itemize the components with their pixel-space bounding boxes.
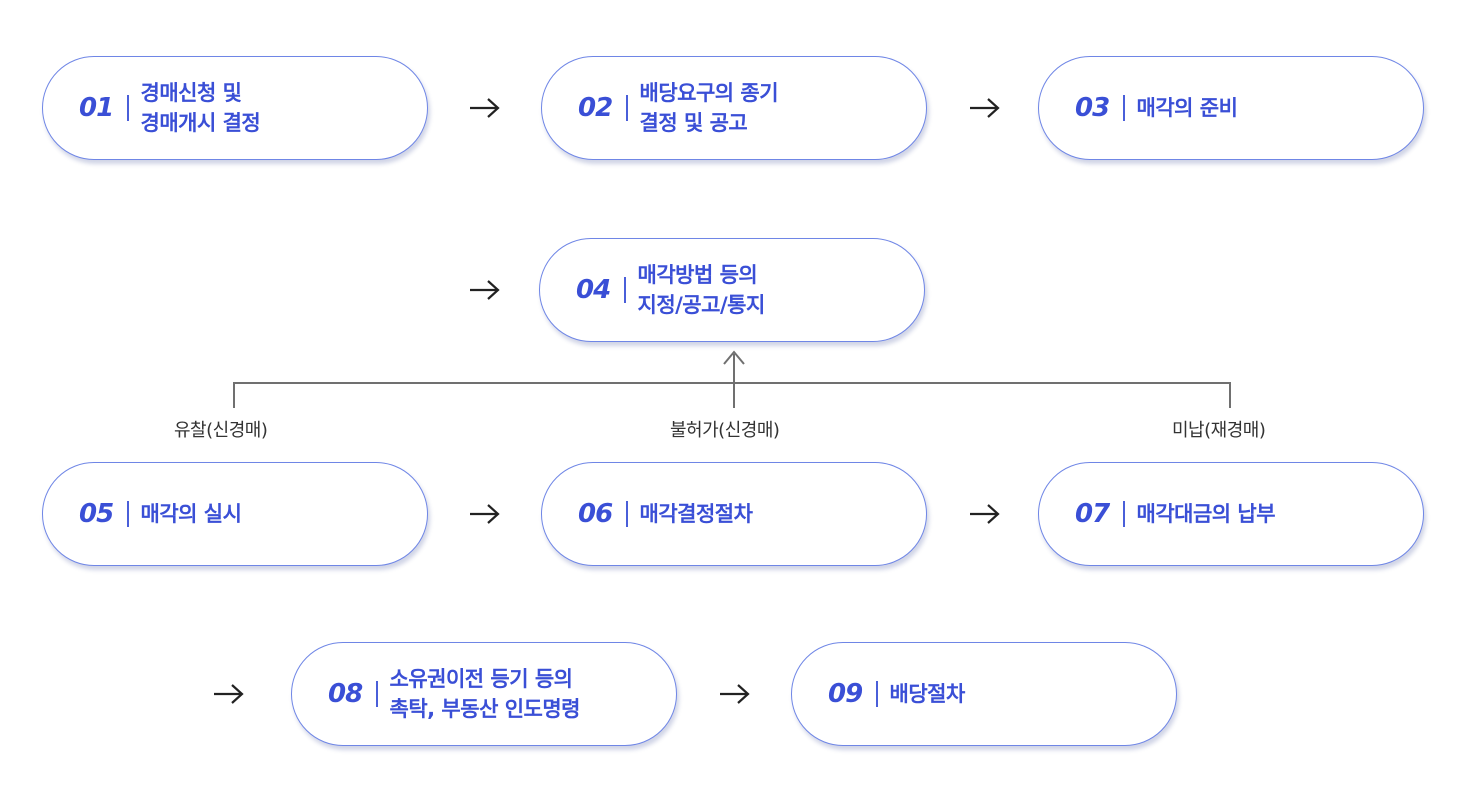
step-05: 05 매각의 실시	[42, 462, 428, 566]
step-03: 03 매각의 준비	[1038, 56, 1424, 160]
step-06: 06 매각결정절차	[541, 462, 927, 566]
arrow-right-icon	[970, 98, 1000, 118]
step-label: 매각결정절차	[639, 502, 753, 526]
step-separator	[1123, 501, 1125, 527]
step-separator	[626, 95, 628, 121]
step-separator	[127, 95, 129, 121]
connector-up-arrowhead	[723, 350, 745, 365]
step-number: 03	[1075, 93, 1110, 123]
step-separator	[127, 501, 129, 527]
branch-label-left: 유찰(신경매)	[174, 420, 268, 441]
step-label: 매각대금의 납부	[1136, 502, 1276, 526]
step-separator	[624, 277, 626, 303]
step-label: 매각방법 등의 지정/공고/통지	[637, 263, 766, 317]
step-label: 경매신청 및 경매개시 결정	[140, 81, 261, 135]
step-label: 매각의 준비	[1136, 96, 1238, 120]
step-label: 소유권이전 등기 등의 촉탁, 부동산 인도명령	[389, 667, 581, 721]
step-label: 배당절차	[889, 682, 966, 706]
branch-label-right: 미납(재경매)	[1172, 420, 1266, 441]
step-08: 08 소유권이전 등기 등의 촉탁, 부동산 인도명령	[291, 642, 677, 746]
step-label: 배당요구의 종기 결정 및 공고	[639, 81, 779, 135]
step-number: 07	[1075, 499, 1110, 529]
step-number: 08	[328, 679, 363, 709]
step-label: 매각의 실시	[140, 502, 242, 526]
arrow-right-icon	[970, 504, 1000, 524]
step-02: 02 배당요구의 종기 결정 및 공고	[541, 56, 927, 160]
arrow-right-icon	[470, 280, 500, 300]
step-number: 02	[578, 93, 613, 123]
step-separator	[626, 501, 628, 527]
branch-label-center: 불허가(신경매)	[670, 420, 780, 441]
step-separator	[376, 681, 378, 707]
step-number: 04	[576, 275, 611, 305]
step-number: 05	[79, 499, 114, 529]
step-09: 09 배당절차	[791, 642, 1177, 746]
step-04: 04 매각방법 등의 지정/공고/통지	[539, 238, 925, 342]
step-separator	[876, 681, 878, 707]
arrow-right-icon	[470, 504, 500, 524]
arrow-right-icon	[214, 684, 244, 704]
step-number: 01	[79, 93, 114, 123]
step-01: 01 경매신청 및 경매개시 결정	[42, 56, 428, 160]
step-number: 09	[828, 679, 863, 709]
step-number: 06	[578, 499, 613, 529]
step-07: 07 매각대금의 납부	[1038, 462, 1424, 566]
arrow-right-icon	[720, 684, 750, 704]
step-separator	[1123, 95, 1125, 121]
arrow-right-icon	[470, 98, 500, 118]
connector-line	[233, 382, 1231, 408]
